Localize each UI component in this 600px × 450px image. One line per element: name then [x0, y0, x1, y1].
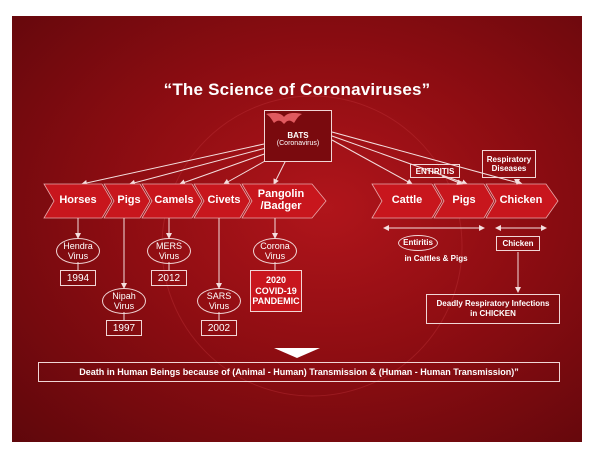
virus-sars: SARS Virus: [197, 288, 241, 314]
entiritis-box: ENTIRITIS: [410, 164, 460, 178]
diagram-canvas: “The Science of Coronaviruses” BATS (Cor…: [12, 16, 582, 442]
host-civets: Civets: [207, 194, 241, 207]
host-camels: Camels: [154, 194, 194, 207]
virus-mers: MERS Virus: [147, 238, 191, 264]
respiratory-diseases-box: Respiratory Diseases: [482, 150, 536, 178]
arrow-chicken: [485, 183, 559, 219]
entiritis-oval: Entiritis: [398, 235, 438, 251]
arrow-camels: [141, 183, 203, 219]
left-host-arrows: [43, 183, 327, 219]
entiritis-caption: in Cattles & Pigs: [404, 254, 468, 263]
page-title: “The Science of Coronaviruses”: [163, 80, 431, 99]
arrow-horses: [43, 183, 113, 219]
bats-source-box: BATS (Coronavirus): [264, 110, 332, 162]
year-mers: 2012: [151, 270, 187, 286]
arrow-pigs: [103, 183, 151, 219]
arrow-pigs-right: [433, 183, 495, 219]
year-nipah: 1997: [106, 320, 142, 336]
host-chicken: Chicken: [499, 194, 543, 207]
conclusion-box: Death in Human Beings because of (Animal…: [38, 362, 560, 382]
bats-sublabel: (Coronavirus): [276, 139, 320, 147]
year-hendra: 1994: [60, 270, 96, 286]
virus-hendra: Hendra Virus: [56, 238, 100, 264]
arrow-civets: [193, 183, 251, 219]
bat-icon: [266, 113, 302, 124]
deadly-infections-box: Deadly Respiratory Infections in CHICKEN: [426, 294, 560, 324]
arrow-pangolin: [241, 183, 327, 219]
connector-layer: [43, 95, 559, 397]
host-pangolin-badger: Pangolin /Badger: [257, 188, 305, 212]
virus-corona: Corona Virus: [253, 238, 297, 264]
host-horses: Horses: [59, 194, 97, 207]
host-pigs-right: Pigs: [452, 194, 476, 207]
virus-nipah: Nipah Virus: [102, 288, 146, 314]
arrow-cattle: [371, 183, 443, 219]
host-pigs: Pigs: [117, 194, 141, 207]
host-cattle: Cattle: [391, 194, 423, 207]
year-sars: 2002: [201, 320, 237, 336]
down-chevron-icon: [274, 348, 320, 358]
chicken-box: Chicken: [496, 236, 540, 251]
bats-label: BATS: [287, 130, 309, 140]
right-host-arrows: [371, 183, 559, 219]
year-covid: 2020 COVID-19 PANDEMIC: [250, 270, 302, 312]
